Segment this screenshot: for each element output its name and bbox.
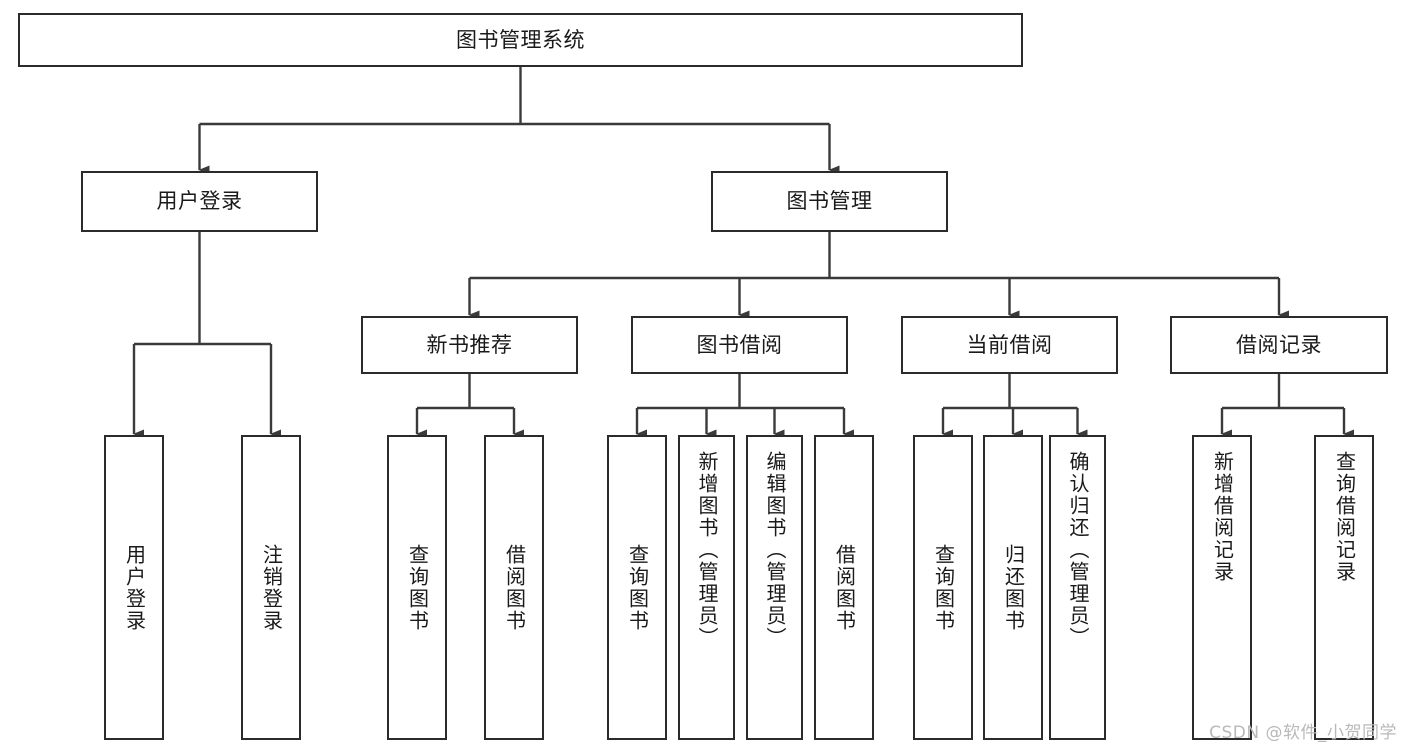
csdn-watermark: CSDN @软件_小贺同学	[1209, 723, 1397, 743]
node-label: 用户登录	[122, 543, 147, 632]
node-root[interactable]: 图书管理系统	[18, 13, 1023, 67]
node-book-manage[interactable]: 图书管理	[711, 171, 948, 232]
node-label: 当前借阅	[966, 332, 1053, 357]
edge-bus-new-book-recommend	[417, 374, 514, 410]
node-leaf-query-book-recommend[interactable]: 查询图书	[387, 435, 447, 740]
node-label: 借阅记录	[1236, 332, 1322, 357]
node-leaf-add-borrow-record[interactable]: 新增借阅记录	[1192, 435, 1252, 740]
node-label: 编辑图书（管理员）	[763, 451, 787, 649]
node-leaf-user-logout[interactable]: 注销登录	[241, 435, 301, 740]
node-leaf-confirm-return[interactable]: 确认归还（管理员）	[1049, 435, 1106, 740]
edge-bus-current-borrow	[943, 374, 1078, 410]
node-new-book-recommend[interactable]: 新书推荐	[361, 316, 578, 374]
node-label: 图书管理系统	[456, 27, 585, 52]
node-label: 查询图书	[625, 543, 650, 632]
node-label: 新增借阅记录	[1210, 451, 1235, 583]
node-label: 查询图书	[931, 543, 956, 632]
edge-bus-book-manage	[469, 232, 1279, 280]
node-leaf-query-book-borrow[interactable]: 查询图书	[607, 435, 667, 740]
node-label: 借阅图书	[832, 543, 857, 632]
node-user-login[interactable]: 用户登录	[81, 171, 318, 232]
node-leaf-return-book[interactable]: 归还图书	[983, 435, 1043, 740]
node-leaf-borrow-book[interactable]: 借阅图书	[814, 435, 874, 740]
node-borrow-record[interactable]: 借阅记录	[1170, 316, 1388, 374]
node-book-borrow[interactable]: 图书借阅	[631, 316, 848, 374]
node-current-borrow[interactable]: 当前借阅	[901, 316, 1118, 374]
node-leaf-edit-book[interactable]: 编辑图书（管理员）	[746, 435, 803, 740]
node-label: 图书借阅	[696, 332, 783, 357]
node-label: 确认归还（管理员）	[1066, 451, 1090, 649]
node-leaf-query-borrow-record[interactable]: 查询借阅记录	[1314, 435, 1374, 740]
node-label: 查询图书	[405, 543, 430, 632]
node-label: 注销登录	[259, 543, 284, 632]
node-label: 归还图书	[1001, 543, 1026, 632]
node-label: 查询借阅记录	[1332, 451, 1357, 583]
node-label: 新增图书（管理员）	[695, 451, 719, 649]
edge-paths	[132, 67, 1354, 439]
node-leaf-user-login[interactable]: 用户登录	[104, 435, 164, 740]
node-leaf-add-book[interactable]: 新增图书（管理员）	[678, 435, 735, 740]
edge-bus-borrow-record	[1222, 374, 1344, 410]
node-label: 图书管理	[786, 189, 873, 214]
node-label: 借阅图书	[502, 543, 527, 632]
edge-bus-user-login	[134, 232, 271, 346]
edge-bus-book-borrow	[637, 374, 844, 410]
node-label: 用户登录	[156, 189, 243, 214]
edge-bus-root	[199, 67, 830, 126]
node-leaf-query-book-current[interactable]: 查询图书	[913, 435, 973, 740]
node-label: 新书推荐	[426, 332, 513, 357]
node-leaf-borrow-book-recommend[interactable]: 借阅图书	[484, 435, 544, 740]
